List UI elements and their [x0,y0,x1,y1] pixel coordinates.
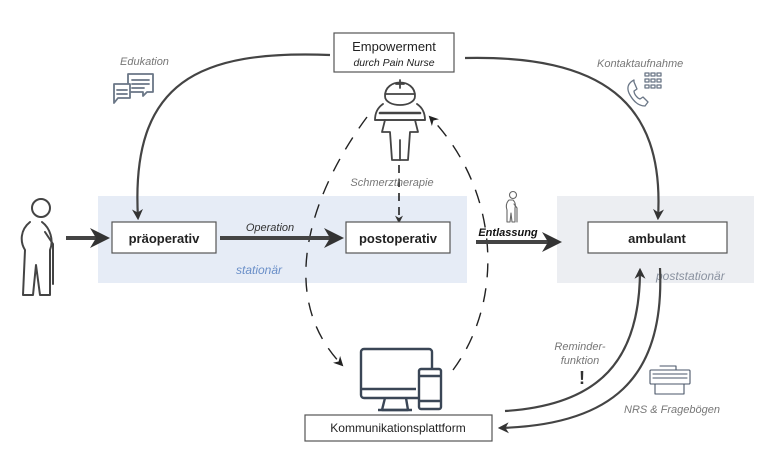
operation-label: Operation [246,222,294,234]
phone-dial-icon [627,72,662,107]
empowerment-box [333,32,455,73]
edukation-arrow [132,53,331,221]
pain-nurse-icon [374,79,426,161]
keyboard-typing-icon [649,365,691,395]
ambulant-label: ambulant [628,231,686,246]
dashed-platform-to-nurse [428,115,489,371]
praeoperativ-label: präoperativ [129,231,201,246]
elderly-patient-icon [20,198,54,296]
reminder-exclamation: ! [579,368,585,388]
chat-icon [113,73,154,104]
region-poststationaer-label: poststationär [655,269,726,283]
plattform-label: Kommunikationsplattform [330,421,465,435]
postoperativ-label: postoperativ [359,231,438,246]
reminder-arrow [504,267,646,413]
empowerment-subtitle: durch Pain Nurse [353,57,434,69]
ambulant-box [587,221,728,254]
kontaktaufnahme-arrow [464,56,665,221]
nrs-arrow [497,267,662,434]
computer-phone-icon [359,347,443,412]
region-stationaer-label: stationär [236,263,283,277]
empowerment-title: Empowerment [352,39,436,54]
nrs-label: NRS & Fragebögen [624,404,720,416]
walking-patient-icon [505,190,518,223]
edukation-label: Edukation [120,56,169,68]
reminder-label-2: funktion [561,355,600,367]
reminder-label-1: Reminder- [554,341,605,353]
entlassung-label: Entlassung [478,227,538,239]
praeoperativ-box [111,221,217,254]
schmerztherapie-label: Schmerztherapie [350,177,433,189]
kontaktaufnahme-label: Kontaktaufnahme [597,58,683,70]
postoperativ-box [345,221,451,254]
plattform-box [304,414,493,442]
